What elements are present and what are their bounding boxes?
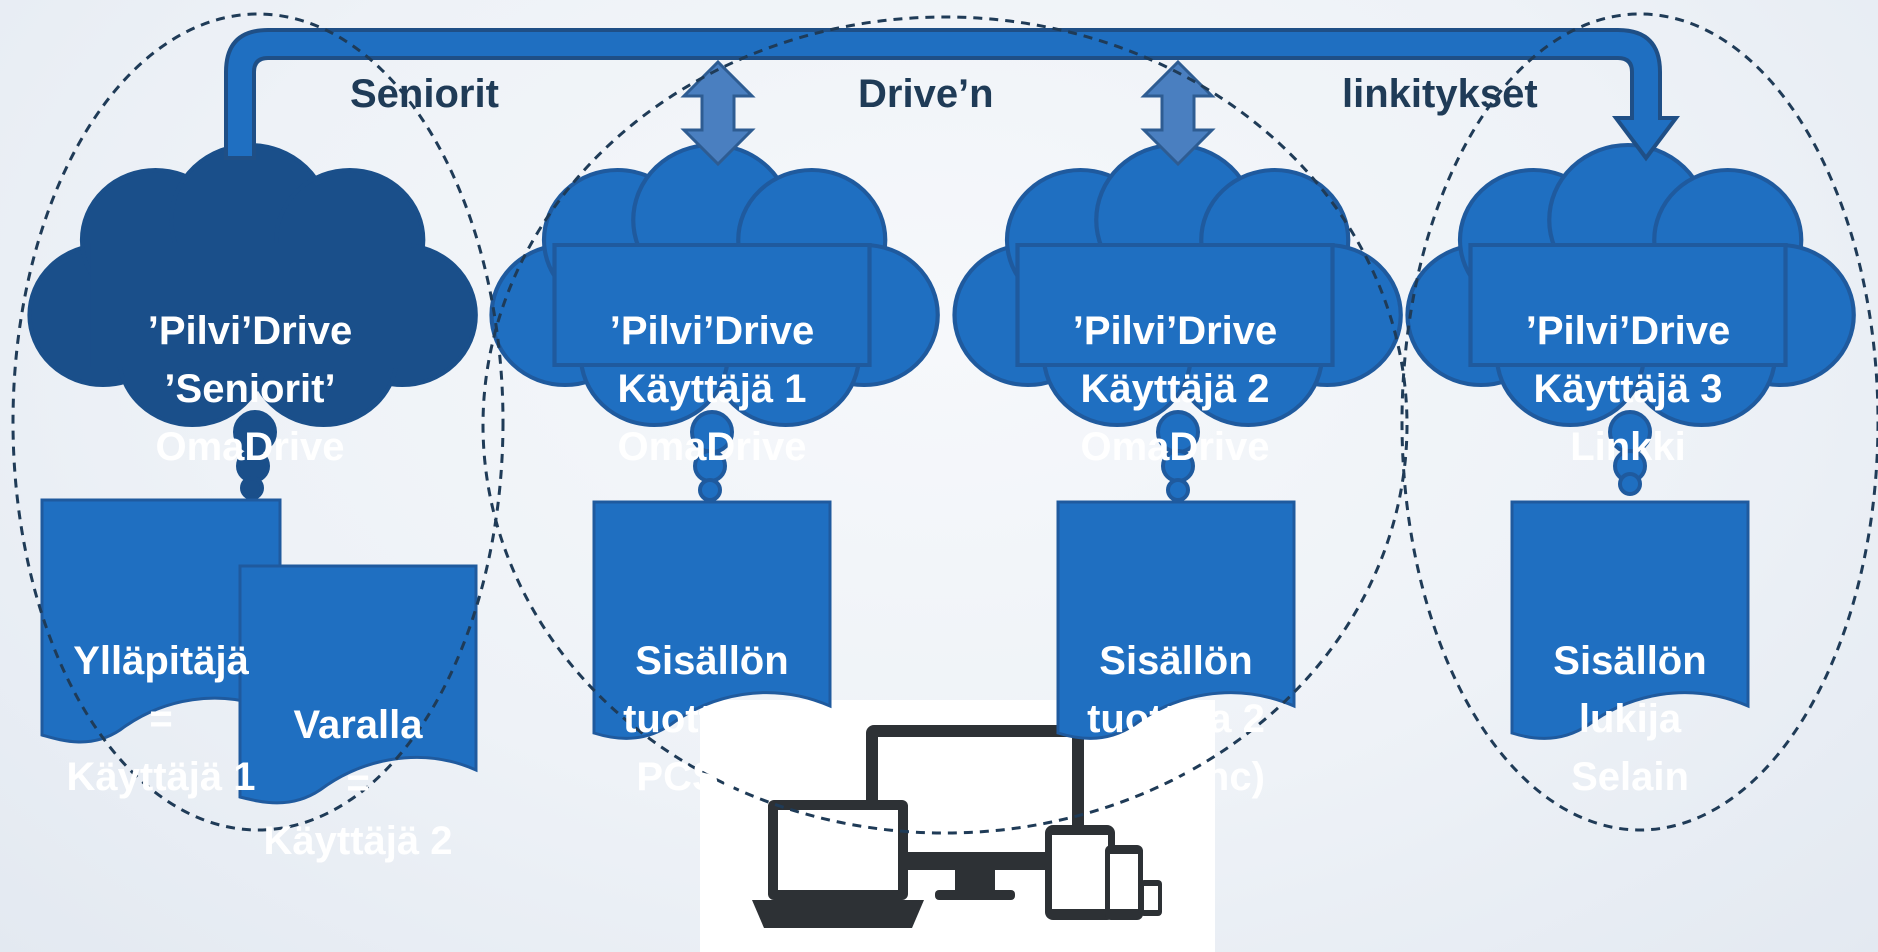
document-tuottaja-1 xyxy=(592,500,832,740)
document-tuottaja-2 xyxy=(1056,500,1296,740)
cloud-seniorit xyxy=(30,145,476,500)
document-lukija xyxy=(1510,500,1750,740)
group-ellipse-seniorit xyxy=(11,12,505,832)
cloud-label-seniorit: ’Pilvi’Drive’Seniorit’OmaDrive xyxy=(147,309,353,469)
sync-arrow-1 xyxy=(680,59,756,167)
banner-word-linkitykset: linkitykset xyxy=(1342,72,1538,116)
document-varalla xyxy=(238,564,478,805)
document-label-varalla: Varalla=Käyttäjä 2 xyxy=(263,703,453,863)
cloud-kayttaja-1 xyxy=(492,145,938,502)
linkitys-arrow xyxy=(224,28,1680,162)
sync-arrow-2 xyxy=(1140,59,1216,167)
cloud-kayttaja-2 xyxy=(955,145,1401,502)
group-ellipse-lukija xyxy=(1400,12,1878,832)
banner-word-driven: Drive’n xyxy=(858,72,994,116)
banner-word-seniorit: Seniorit xyxy=(350,72,499,116)
document-label-yllapitaja: Ylläpitäjä=Käyttäjä 1 xyxy=(66,639,256,799)
group-ellipse-kayttajat xyxy=(481,15,1409,835)
cloud-kayttaja-3 xyxy=(1408,145,1854,496)
